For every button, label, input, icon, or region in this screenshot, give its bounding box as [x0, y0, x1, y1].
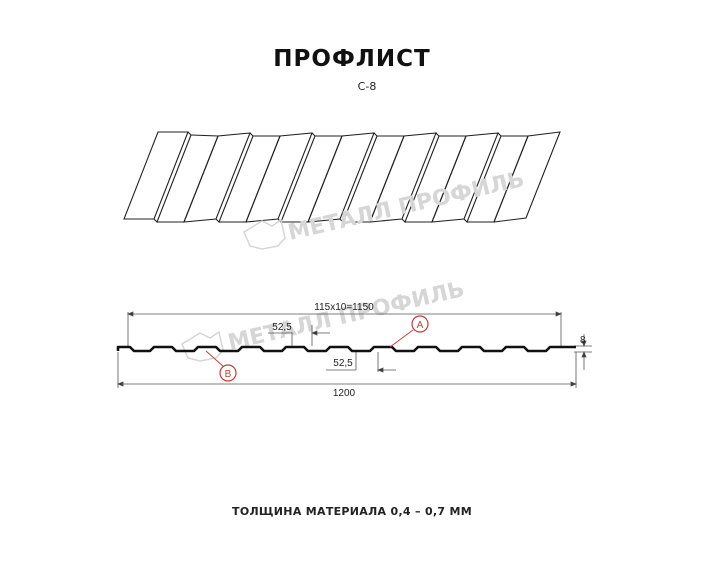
dimension-lines [116, 311, 592, 388]
marker-a-label: A [417, 320, 424, 331]
dim-overall-top: 115х10=1150 [314, 302, 374, 313]
marker-b: B [205, 350, 237, 382]
dim-overall-bottom: 1200 [333, 388, 356, 399]
dim-height: 8 [580, 335, 586, 346]
dim-rib-top: 52,5 [272, 322, 292, 333]
profile-model: С-8 [357, 80, 377, 93]
marker-a: A [389, 315, 429, 348]
watermark-text-2: МЕТАЛЛ ПРОФИЛЬ [226, 277, 467, 356]
material-thickness-note: ТОЛЩИНА МАТЕРИАЛА 0,4 – 0,7 ММ [232, 505, 472, 518]
marker-b-label: B [225, 369, 232, 380]
watermark-text-1: МЕТАЛЛ ПРОФИЛЬ [286, 167, 527, 246]
diagram-title: ПРОФЛИСТ [273, 46, 431, 72]
dim-rib-bottom: 52,5 [333, 358, 353, 369]
profile-cross-section [116, 345, 576, 353]
